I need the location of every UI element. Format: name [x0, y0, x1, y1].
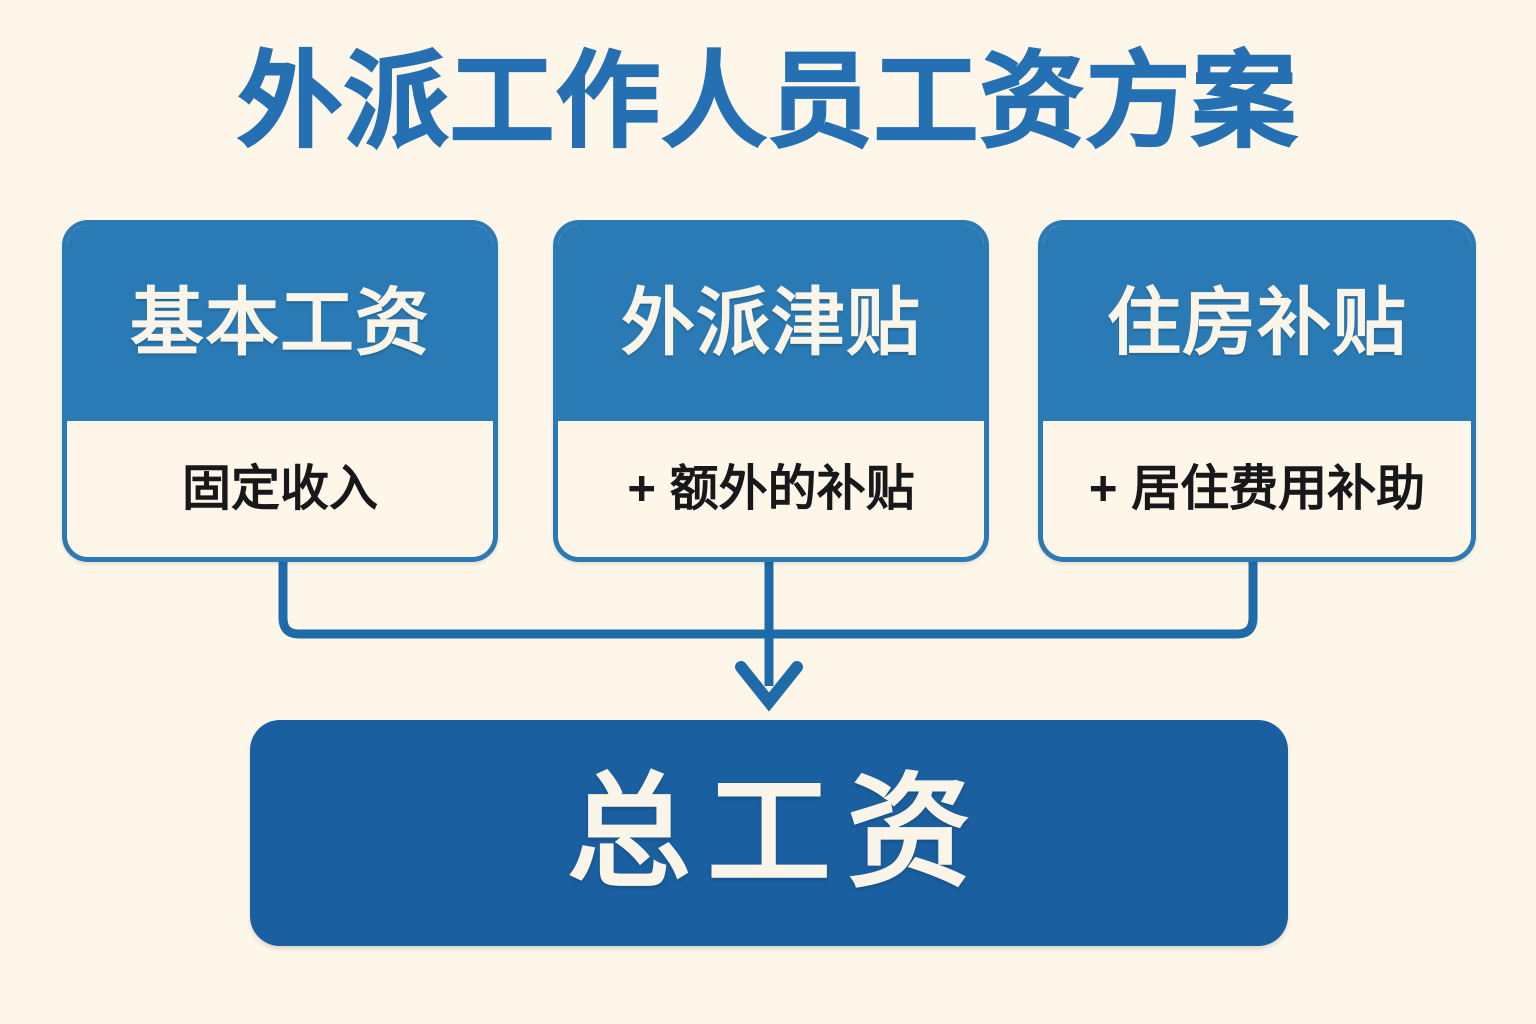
card-housing-allowance-title: 住房补贴 — [1107, 281, 1407, 364]
card-expat-allowance-description: + 额外的补贴 — [627, 462, 915, 516]
card-base-salary-body: 固定收入 — [67, 421, 493, 557]
card-expat-allowance-body: + 额外的补贴 — [558, 421, 984, 557]
card-base-salary-description: 固定收入 — [181, 462, 378, 516]
card-housing-allowance-header: 住房补贴 — [1043, 225, 1471, 421]
card-expat-allowance[interactable]: 外派津贴 + 额外的补贴 — [553, 220, 989, 562]
down-arrow-icon — [735, 661, 803, 712]
card-base-salary[interactable]: 基本工资 固定收入 — [62, 220, 498, 562]
card-housing-allowance-body: + 居住费用补助 — [1043, 421, 1471, 557]
connector-left-right-bus — [278, 557, 1258, 639]
card-base-salary-title: 基本工资 — [130, 281, 430, 364]
total-salary-box[interactable]: 总工资 — [250, 720, 1288, 946]
card-housing-allowance-description: + 居住费用补助 — [1088, 462, 1426, 516]
total-salary-label: 总工资 — [566, 764, 987, 902]
card-expat-allowance-header: 外派津贴 — [558, 225, 984, 421]
card-base-salary-header: 基本工资 — [67, 225, 493, 421]
card-housing-allowance[interactable]: 住房补贴 + 居住费用补助 — [1038, 220, 1476, 562]
page-title: 外派工作人员工资方案 — [237, 43, 1298, 161]
card-expat-allowance-title: 外派津贴 — [621, 281, 921, 364]
